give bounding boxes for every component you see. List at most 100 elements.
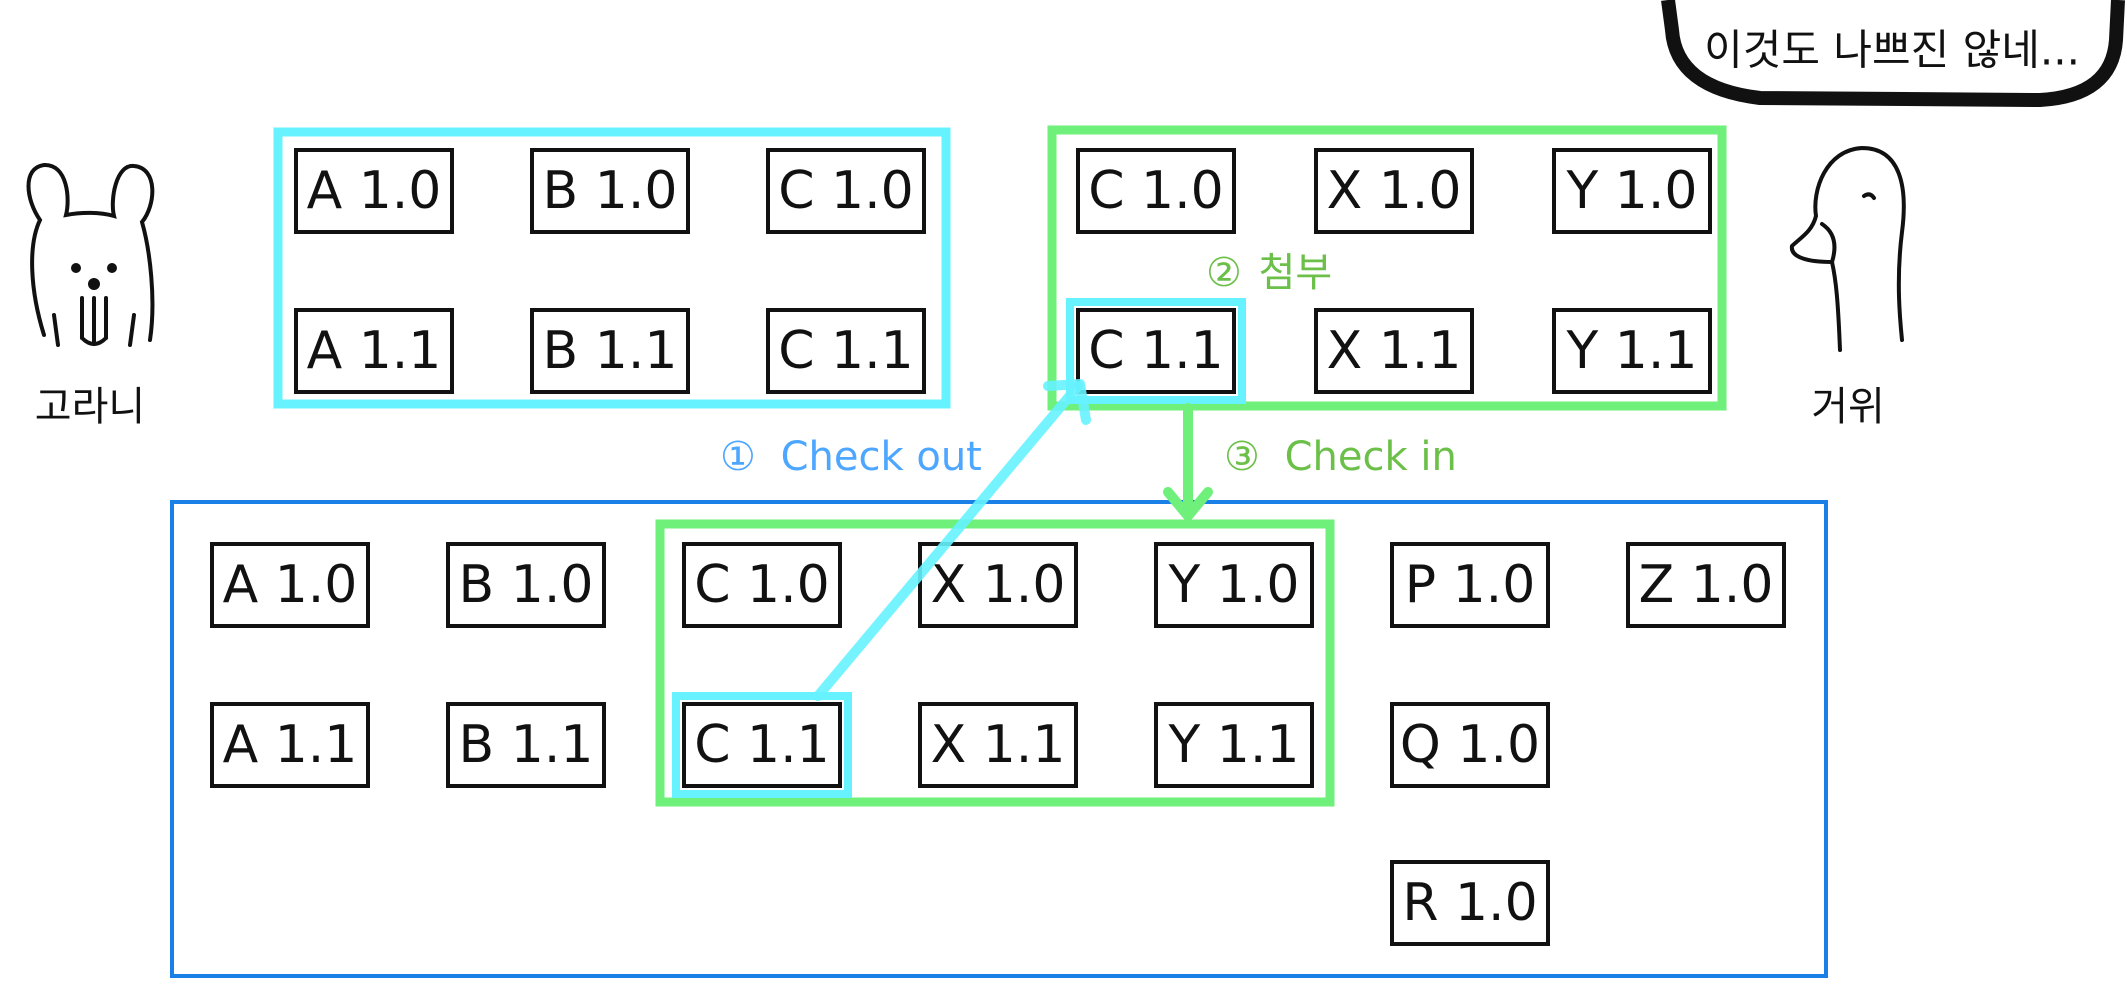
repository-box-label-r-1-0: R 1.0 bbox=[1402, 873, 1537, 933]
repository-box-label-c-1-0: C 1.0 bbox=[694, 555, 830, 615]
checkout-step-number: ① bbox=[720, 434, 756, 480]
rabbit-workspace-box-label-c-1-0: C 1.0 bbox=[778, 161, 914, 221]
checkin-step-number: ③ bbox=[1224, 434, 1260, 480]
repository-box-label-y-1-0: Y 1.0 bbox=[1168, 555, 1300, 615]
repository-highlight-c-1-1 bbox=[672, 692, 852, 798]
rabbit-workspace-box-outline-c-1-0 bbox=[766, 148, 926, 234]
repository-box-label-q-1-0: Q 1.0 bbox=[1400, 715, 1540, 775]
goose-workspace-box-outline-c-1-1 bbox=[1076, 308, 1236, 394]
repository-box-label-a-1-1: A 1.1 bbox=[223, 715, 358, 775]
goose-character: 거위 bbox=[1789, 145, 1906, 430]
repository-box-outline-c-1-0 bbox=[682, 542, 842, 628]
rabbit-workspace-box-outline-b-1-1 bbox=[530, 308, 690, 394]
repository-box-label-c-1-1: C 1.1 bbox=[694, 715, 830, 775]
rabbit-workspace-box-label-b-1-0: B 1.0 bbox=[543, 161, 678, 221]
repository-box-b-1-0: B 1.0 bbox=[446, 542, 606, 628]
repository-box-outline-y-1-1 bbox=[1154, 702, 1314, 788]
repository-box-z-1-0: Z 1.0 bbox=[1626, 542, 1786, 628]
rabbit-workspace-box-outline-a-1-0 bbox=[294, 148, 454, 234]
repository-box-outline-c-1-1 bbox=[682, 702, 842, 788]
checkout-arrow bbox=[813, 381, 1083, 701]
goose-workspace-box-y-1-1: Y 1.1 bbox=[1552, 308, 1712, 394]
checkin-step: ③ Check in bbox=[1163, 403, 1457, 521]
goose-workspace-box-outline-x-1-1 bbox=[1314, 308, 1474, 394]
rabbit-workspace-box-c-1-1: C 1.1 bbox=[766, 308, 926, 394]
goose-workspace-box-label-y-1-1: Y 1.1 bbox=[1566, 321, 1698, 381]
rabbit-workspace-box-b-1-0: B 1.0 bbox=[530, 148, 690, 234]
goose-workspace-box-outline-y-1-0 bbox=[1552, 148, 1712, 234]
repository-box-outline-a-1-0 bbox=[210, 542, 370, 628]
repository-box-outline-r-1-0 bbox=[1390, 860, 1550, 946]
attach-step-number: ② bbox=[1206, 250, 1242, 296]
repository-frame bbox=[170, 500, 1828, 978]
goose-workspace-box-label-c-1-0: C 1.0 bbox=[1088, 161, 1224, 221]
goose-workspace-box-outline-c-1-0 bbox=[1076, 148, 1236, 234]
checkin-label: ③ Check in bbox=[1224, 434, 1457, 480]
repository-box-outline-x-1-1 bbox=[918, 702, 1078, 788]
goose-workspace-frame bbox=[1047, 125, 1727, 411]
rabbit-workspace-box-label-a-1-1: A 1.1 bbox=[307, 321, 442, 381]
rabbit-workspace-box-b-1-1: B 1.1 bbox=[530, 308, 690, 394]
rabbit-character: 고라니 bbox=[26, 162, 155, 430]
speech-bubble: 이것도 나쁘진 않네... bbox=[1661, 0, 2125, 107]
repository-box-label-y-1-1: Y 1.1 bbox=[1168, 715, 1300, 775]
goose-workspace-box-outline-y-1-1 bbox=[1552, 308, 1712, 394]
repository-box-label-b-1-0: B 1.0 bbox=[459, 555, 594, 615]
repository-box-a-1-0: A 1.0 bbox=[210, 542, 370, 628]
repository-box-label-p-1-0: P 1.0 bbox=[1405, 555, 1536, 615]
repository-box-outline-a-1-1 bbox=[210, 702, 370, 788]
goose-workspace-box-label-x-1-0: X 1.0 bbox=[1327, 161, 1462, 221]
goose-workspace-box-y-1-0: Y 1.0 bbox=[1552, 148, 1712, 234]
rabbit-workspace-box-a-1-0: A 1.0 bbox=[294, 148, 454, 234]
goose-workspace-box-x-1-1: X 1.1 bbox=[1314, 308, 1474, 394]
repository-box-c-1-1: C 1.1 bbox=[672, 692, 852, 798]
repository-box-outline-b-1-1 bbox=[446, 702, 606, 788]
checkout-step: ① Check out bbox=[720, 379, 1091, 701]
attach-step-text: 첨부 bbox=[1259, 250, 1333, 296]
rabbit-workspace-box-outline-b-1-0 bbox=[530, 148, 690, 234]
checkout-label: ① Check out bbox=[720, 434, 982, 480]
repository-box-a-1-1: A 1.1 bbox=[210, 702, 370, 788]
repository-box-outline-q-1-0 bbox=[1390, 702, 1550, 788]
goose-workspace-box-c-1-0: C 1.0 bbox=[1076, 148, 1236, 234]
checkout-step-text: Check out bbox=[781, 434, 982, 480]
repository-box-c-1-0: C 1.0 bbox=[682, 542, 842, 628]
checkin-step-text: Check in bbox=[1285, 434, 1457, 480]
repository-box-label-x-1-0: X 1.0 bbox=[931, 555, 1066, 615]
repository-box-label-x-1-1: X 1.1 bbox=[931, 715, 1066, 775]
repository-goose-group-frame bbox=[655, 519, 1335, 807]
goose-workspace-box-c-1-1: C 1.1 bbox=[1066, 298, 1246, 404]
rabbit-workspace-frame bbox=[273, 127, 951, 409]
repository-box-x-1-1: X 1.1 bbox=[918, 702, 1078, 788]
attach-label: ② 첨부 bbox=[1206, 250, 1332, 296]
goose-icon bbox=[1789, 145, 1906, 352]
repository-box-q-1-0: Q 1.0 bbox=[1390, 702, 1550, 788]
goose-workspace-box-label-x-1-1: X 1.1 bbox=[1327, 321, 1462, 381]
version-boxes: A 1.0 B 1.0 C 1.0 A 1.1 B 1.1 C 1.1 C 1.0 X 1.0… bbox=[210, 148, 1786, 946]
repository-box-label-a-1-0: A 1.0 bbox=[223, 555, 358, 615]
goose-workspace-box-label-c-1-1: C 1.1 bbox=[1088, 321, 1224, 381]
speech-bubble-text: 이것도 나쁘진 않네... bbox=[1704, 26, 2080, 75]
rabbit-workspace-box-label-c-1-1: C 1.1 bbox=[778, 321, 914, 381]
workspace-frames bbox=[170, 125, 1828, 978]
repository-box-outline-x-1-0 bbox=[918, 542, 1078, 628]
repository-box-y-1-1: Y 1.1 bbox=[1154, 702, 1314, 788]
goose-name: 거위 bbox=[1811, 384, 1885, 430]
rabbit-workspace-box-a-1-1: A 1.1 bbox=[294, 308, 454, 394]
goose-workspace-highlight-c-1-1 bbox=[1066, 298, 1246, 404]
speech-bubble-outline bbox=[1661, 0, 2125, 107]
repository-box-label-b-1-1: B 1.1 bbox=[459, 715, 594, 775]
goose-workspace-box-outline-x-1-0 bbox=[1314, 148, 1474, 234]
repository-box-y-1-0: Y 1.0 bbox=[1154, 542, 1314, 628]
rabbit-icon bbox=[26, 162, 155, 347]
rabbit-workspace-box-c-1-0: C 1.0 bbox=[766, 148, 926, 234]
rabbit-workspace-box-label-b-1-1: B 1.1 bbox=[543, 321, 678, 381]
repository-box-x-1-0: X 1.0 bbox=[918, 542, 1078, 628]
rabbit-workspace-box-outline-c-1-1 bbox=[766, 308, 926, 394]
rabbit-name: 고라니 bbox=[35, 384, 145, 430]
repository-box-outline-b-1-0 bbox=[446, 542, 606, 628]
goose-workspace-box-x-1-0: X 1.0 bbox=[1314, 148, 1474, 234]
rabbit-workspace-box-label-a-1-0: A 1.0 bbox=[307, 161, 442, 221]
rabbit-workspace-box-outline-a-1-1 bbox=[294, 308, 454, 394]
